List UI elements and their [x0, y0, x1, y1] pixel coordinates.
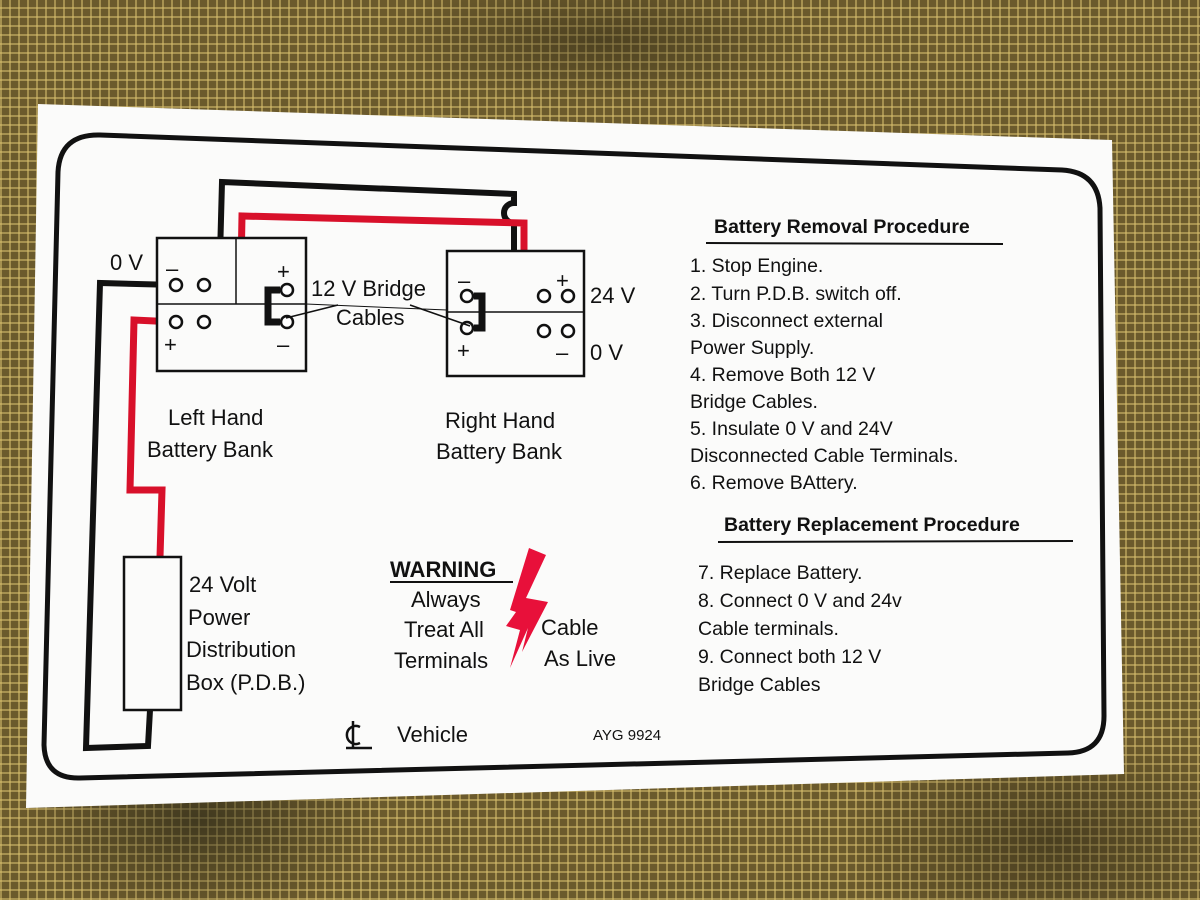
terminal [168, 277, 184, 293]
removal-line: Power Supply. [690, 337, 814, 359]
negative-cable-down [82, 279, 177, 752]
removal-line: 1. Stop Engine. [690, 255, 823, 277]
bridge-label-line1: 12 V Bridge [311, 276, 426, 301]
replacement-heading: Battery Replacement Procedure [724, 514, 1020, 536]
replacement-line: 8. Connect 0 V and 24v [698, 590, 902, 612]
bridge-leader-left [285, 304, 339, 319]
left-0v-label: 0 V [110, 250, 143, 275]
left-neg-sign-2: – [277, 332, 290, 357]
pdb-label-line1: 24 Volt [189, 572, 256, 597]
terminal [168, 314, 184, 330]
removal-line: Bridge Cables. [690, 391, 818, 413]
right-bank-label-line2: Battery Bank [436, 439, 563, 464]
terminal [196, 277, 212, 293]
warning-line3b: As Live [544, 646, 616, 671]
replacement-line: Bridge Cables [698, 674, 821, 696]
terminal [536, 323, 552, 339]
terminal [536, 288, 552, 304]
lightning-bolt-icon [506, 548, 548, 668]
sticker-border [41, 132, 1107, 781]
replacement-line: 7. Replace Battery. [698, 562, 862, 584]
terminal [459, 320, 475, 336]
removal-line: 4. Remove Both 12 V [690, 364, 875, 386]
part-number: AYG 9924 [593, 727, 661, 744]
left-bank-label-line2: Battery Bank [147, 437, 274, 462]
pdb-label-line2: Power [188, 605, 250, 630]
centerline-icon [345, 721, 372, 750]
positive-cable-down [126, 316, 177, 558]
warning-line3a: Terminals [394, 648, 488, 673]
terminal [279, 282, 295, 298]
right-pos-sign-2: + [556, 268, 569, 293]
warning-title: WARNING [390, 557, 496, 582]
centerline-vehicle-label: Vehicle [397, 722, 468, 747]
right-neg-sign-2: – [556, 340, 569, 365]
terminal [459, 288, 475, 304]
terminal [196, 314, 212, 330]
left-neg-sign: – [166, 256, 179, 281]
removal-heading: Battery Removal Procedure [714, 216, 970, 238]
terminal [560, 323, 576, 339]
replacement-heading-rule [717, 540, 1074, 543]
bridge-label-line2: Cables [336, 305, 404, 330]
pdb-label-line4: Box (P.D.B.) [186, 670, 305, 695]
right-24v-label: 24 V [590, 283, 636, 308]
replacement-line: 9. Connect both 12 V [698, 646, 881, 668]
right-bank-label-line1: Right Hand [445, 408, 555, 433]
pdb-label-line3: Distribution [186, 637, 296, 662]
warning-line2b: Cable [541, 615, 598, 640]
terminal [560, 288, 576, 304]
right-neg-sign: – [458, 268, 471, 293]
warning-line1: Always [411, 587, 481, 612]
removal-line: 6. Remove BAttery. [690, 472, 858, 494]
right-bridge-cable [474, 292, 486, 332]
removal-heading-rule [705, 242, 1004, 245]
removal-line: 2. Turn P.D.B. switch off. [690, 283, 902, 305]
warning-line2a: Treat All [404, 617, 484, 642]
removal-line: 5. Insulate 0 V and 24V [690, 418, 893, 440]
left-bank-label-line1: Left Hand [168, 405, 263, 430]
right-pos-sign: + [457, 338, 470, 363]
pdb-box [122, 555, 183, 712]
left-pos-sign-2: + [277, 259, 290, 284]
removal-line: 3. Disconnect external [690, 310, 883, 332]
replacement-line: Cable terminals. [698, 618, 839, 640]
left-pos-sign: + [164, 332, 177, 357]
bank-link-line [305, 303, 448, 311]
right-battery-bank-box [445, 249, 586, 378]
left-bridge-cable [264, 286, 280, 326]
removal-line: Disconnected Cable Terminals. [690, 445, 958, 467]
terminal [279, 314, 295, 330]
right-0v-label: 0 V [590, 340, 623, 365]
